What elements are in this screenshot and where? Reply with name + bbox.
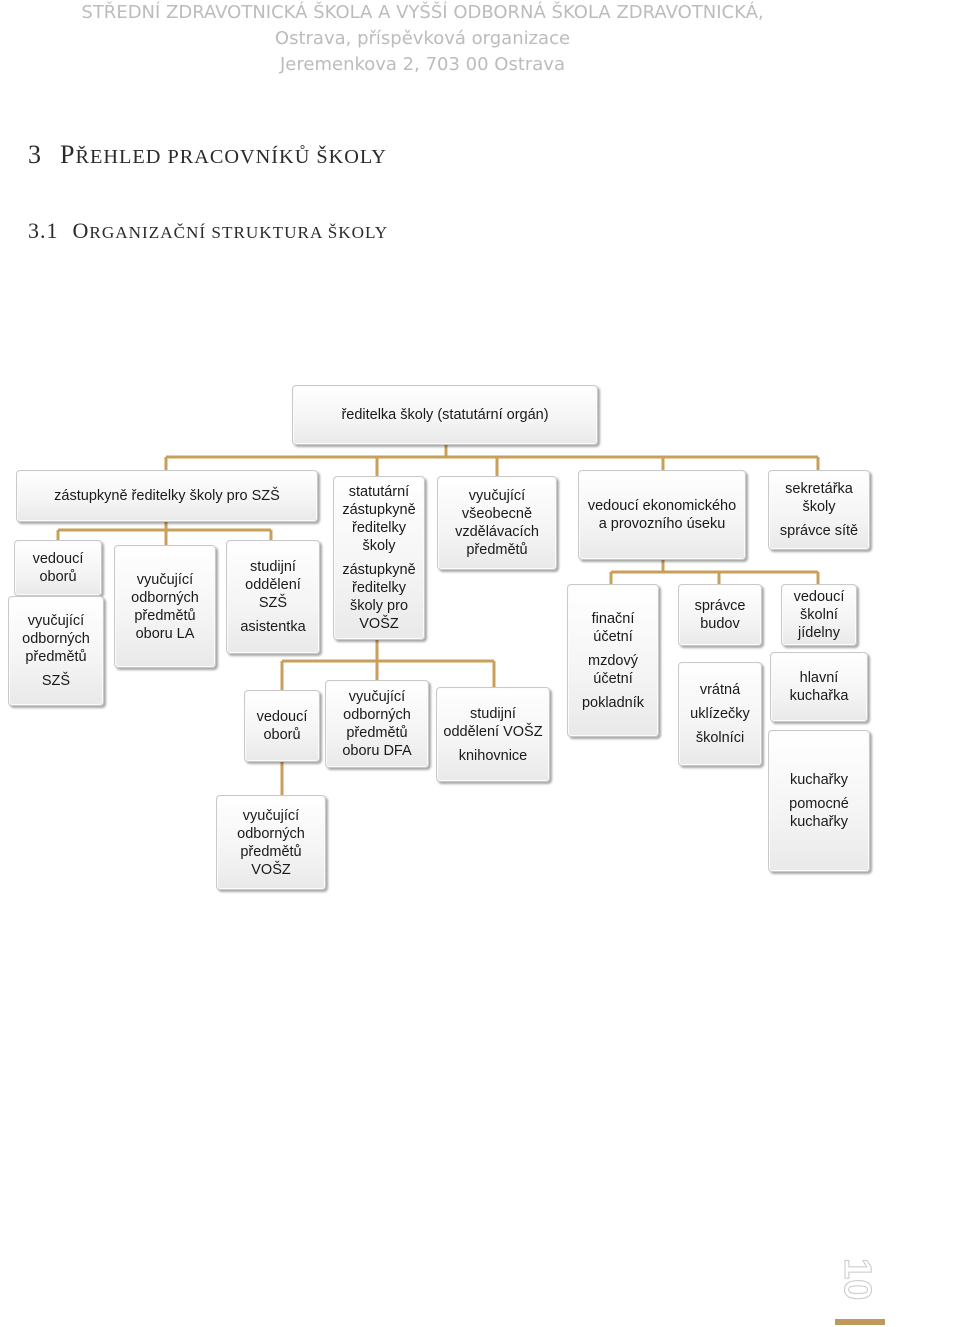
porter-box: vrátná uklízečky školníci bbox=[678, 662, 762, 766]
teachers-dfa-box: vyučující odborných předmětů oboru DFA bbox=[325, 680, 429, 768]
canteen-head-label: vedoucí školní jídelny bbox=[793, 589, 845, 641]
teachers-szs-box: vyučující odborných předmětů SZŠ bbox=[8, 596, 104, 706]
teachers-szs-sublabel: SZŠ bbox=[41, 673, 71, 689]
subsection-number: 3.1 bbox=[28, 218, 59, 243]
building-admin-box: správce budov bbox=[678, 584, 762, 646]
head-fields-szs-box: vedoucí oborů bbox=[14, 540, 102, 596]
assistant-cooks-label: pomocné kuchařky bbox=[789, 796, 849, 830]
teachers-la-box: vyučující odborných předmětů oboru LA bbox=[114, 545, 216, 668]
teachers-vosz-label: vyučující odborných předmětů VOŠZ bbox=[237, 807, 305, 878]
porter-label: vrátná bbox=[699, 682, 741, 698]
study-dept-szs-sublabel: asistentka bbox=[240, 619, 306, 635]
school-name-line: STŘEDNÍ ZDRAVOTNICKÁ ŠKOLA A VYŠŠÍ ODBOR… bbox=[81, 2, 764, 23]
study-dept-vosz-label: studijní oddělení VOŠZ bbox=[443, 705, 543, 740]
cooks-label: kuchařky bbox=[789, 772, 849, 788]
head-fields-vosz-label: vedoucí oborů bbox=[256, 709, 308, 743]
deputy-szs-box: zástupkyně ředitelky školy pro SZŠ bbox=[16, 470, 318, 522]
janitors-label: školníci bbox=[695, 730, 745, 746]
director-label: ředitelka školy (statutární orgán) bbox=[341, 407, 549, 423]
teachers-general-label: vyučující všeobecně vzdělávacích předmět… bbox=[455, 488, 539, 558]
page-number: 10 bbox=[836, 1258, 879, 1301]
section-title-initial: P bbox=[60, 140, 76, 169]
finance-box: finační účetní mzdový účetní pokladník bbox=[567, 584, 659, 737]
secretary-label: sekretářka školy bbox=[785, 481, 853, 515]
subsection-title-initial: O bbox=[72, 218, 90, 243]
payroll-label: mzdový účetní bbox=[588, 652, 638, 687]
cashier-label: pokladník bbox=[581, 694, 645, 711]
subsection-title-rest: RGANIZAČNÍ STRUKTURA ŠKOLY bbox=[89, 223, 389, 242]
teachers-vosz-box: vyučující odborných předmětů VOŠZ bbox=[216, 795, 326, 890]
stat-deputy-box: statutární zástupkyně ředitelky školy zá… bbox=[333, 476, 425, 640]
page-number-bar bbox=[835, 1319, 885, 1325]
building-admin-label: správce budov bbox=[694, 598, 746, 632]
econ-head-label: vedoucí ekonomického a provozního úseku bbox=[587, 498, 737, 532]
school-address-line: Jeremenkova 2, 703 00 Ostrava bbox=[280, 54, 565, 75]
head-cook-box: hlavní kuchařka bbox=[770, 652, 868, 722]
director-box: ředitelka školy (statutární orgán) bbox=[292, 385, 598, 445]
section-number: 3 bbox=[28, 140, 42, 169]
head-fields-vosz-box: vedoucí oborů bbox=[244, 690, 320, 762]
teachers-szs-label: vyučující odborných předmětů bbox=[22, 613, 90, 665]
teachers-la-label: vyučující odborných předmětů oboru LA bbox=[131, 571, 199, 642]
subsection-heading: 3.1 ORGANIZAČNÍ STRUKTURA ŠKOLY bbox=[28, 218, 388, 244]
school-type-line: Ostrava, příspěvková organizace bbox=[274, 28, 571, 49]
study-dept-szs-box: studijní oddělení SZŠ asistentka bbox=[226, 540, 320, 654]
cooks-box: kuchařky pomocné kuchařky bbox=[768, 730, 870, 872]
section-title-rest: ŘEHLED PRACOVNÍKŮ ŠKOLY bbox=[75, 146, 387, 168]
head-cook-label: hlavní kuchařka bbox=[789, 670, 849, 704]
secretary-box: sekretářka školy správce sítě bbox=[768, 470, 870, 550]
econ-head-box: vedoucí ekonomického a provozního úseku bbox=[578, 470, 746, 560]
study-dept-vosz-box: studijní oddělení VOŠZ knihovnice bbox=[436, 687, 550, 782]
teachers-dfa-label: vyučující odborných předmětů oboru DFA bbox=[342, 689, 412, 759]
deputy-vosz-label: zástupkyně ředitelky školy pro VOŠZ bbox=[342, 562, 416, 632]
teachers-general-box: vyučující všeobecně vzdělávacích předmět… bbox=[437, 476, 557, 570]
network-admin-label: správce sítě bbox=[779, 523, 859, 539]
finance-label: finační účetní bbox=[591, 610, 635, 645]
study-dept-szs-label: studijní oddělení SZŠ bbox=[245, 559, 301, 611]
cleaners-label: uklízečky bbox=[690, 706, 750, 722]
study-dept-vosz-sublabel: knihovnice bbox=[458, 747, 528, 764]
head-fields-szs-label: vedoucí oborů bbox=[32, 551, 84, 585]
canteen-head-box: vedoucí školní jídelny bbox=[781, 584, 857, 646]
deputy-szs-label: zástupkyně ředitelky školy pro SZŠ bbox=[54, 488, 280, 504]
stat-deputy-label: statutární zástupkyně ředitelky školy bbox=[342, 484, 416, 554]
